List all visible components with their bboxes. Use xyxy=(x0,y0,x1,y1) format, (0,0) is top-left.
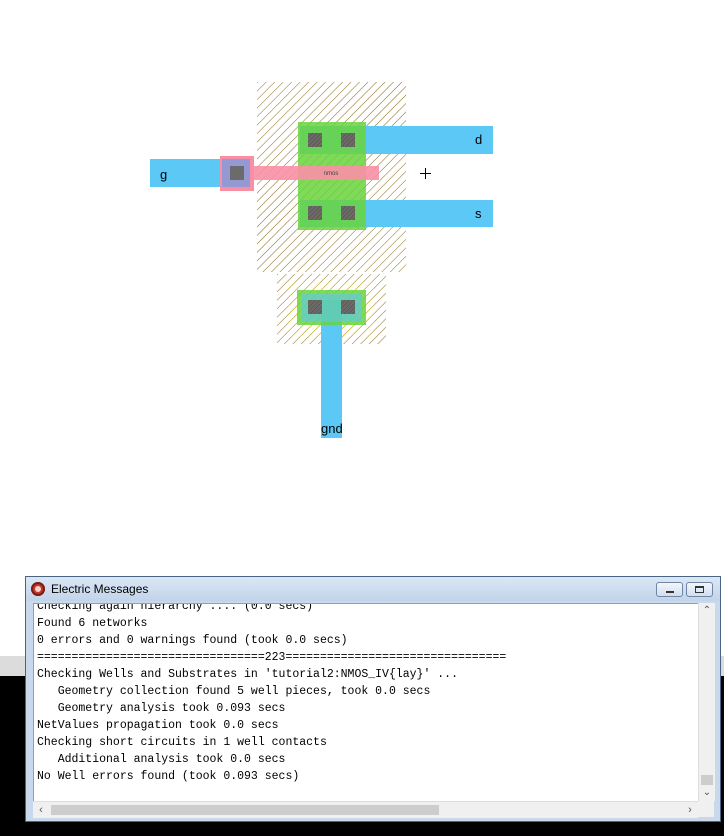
scroll-right-icon[interactable]: › xyxy=(688,804,692,816)
log-line: Found 6 networks xyxy=(37,617,148,630)
electric-app-icon xyxy=(31,582,45,596)
minimize-button[interactable] xyxy=(656,582,683,597)
log-line: =================================223====… xyxy=(37,651,507,664)
log-line: Checking again hierarchy .... (0.0 secs) xyxy=(37,603,314,613)
layout-drawing[interactable]: nmos g d s gnd xyxy=(0,0,724,656)
poly-contact-cut xyxy=(230,166,244,180)
log-line: Additional analysis took 0.0 secs xyxy=(37,753,286,766)
contact-hatch xyxy=(308,133,322,147)
contact-hatch xyxy=(308,206,322,220)
messages-window[interactable]: Electric Messages Checking again hierarc… xyxy=(25,576,721,822)
gate-export-label[interactable]: g xyxy=(160,167,167,182)
scroll-left-icon[interactable]: ‹ xyxy=(39,804,43,816)
minimize-icon xyxy=(666,591,674,593)
log-line: Geometry collection found 5 well pieces,… xyxy=(37,685,431,698)
log-line: 0 errors and 0 warnings found (took 0.0 … xyxy=(37,634,348,647)
drain-export-label[interactable]: d xyxy=(475,132,482,147)
layout-canvas[interactable]: nmos g d s gnd xyxy=(0,0,724,656)
messages-log: Checking again hierarchy .... (0.0 secs)… xyxy=(37,603,507,785)
transistor-label: nmos xyxy=(324,171,339,177)
log-line: Checking Wells and Substrates in 'tutori… xyxy=(37,668,458,681)
crosshair-icon xyxy=(420,168,431,179)
vertical-scrollbar[interactable]: ⌃ ⌄ xyxy=(698,603,715,801)
contact-hatch xyxy=(341,300,355,314)
contact-hatch xyxy=(308,300,322,314)
messages-text-area[interactable]: Checking again hierarchy .... (0.0 secs)… xyxy=(33,603,699,802)
ground-export-label[interactable]: gnd xyxy=(321,421,343,436)
maximize-button[interactable] xyxy=(686,582,713,597)
horizontal-scroll-thumb[interactable] xyxy=(51,805,439,815)
contact-hatch xyxy=(341,206,355,220)
vertical-scroll-thumb[interactable] xyxy=(701,775,713,785)
maximize-icon xyxy=(695,586,704,593)
poly-gate-wire[interactable] xyxy=(252,166,379,180)
log-line: NetValues propagation took 0.0 secs xyxy=(37,719,279,732)
log-line: No Well errors found (took 0.093 secs) xyxy=(37,770,300,783)
source-export-label[interactable]: s xyxy=(475,206,482,221)
log-line: Checking short circuits in 1 well contac… xyxy=(37,736,327,749)
horizontal-scrollbar[interactable]: ‹ › xyxy=(33,801,698,818)
window-titlebar[interactable]: Electric Messages xyxy=(26,577,720,601)
log-line: Geometry analysis took 0.093 secs xyxy=(37,702,286,715)
contact-hatch xyxy=(341,133,355,147)
scroll-down-icon[interactable]: ⌄ xyxy=(702,787,712,798)
ground-metal-wire[interactable] xyxy=(321,300,342,438)
scrollbar-corner xyxy=(698,801,714,817)
window-title: Electric Messages xyxy=(51,582,149,596)
scroll-up-icon[interactable]: ⌃ xyxy=(702,605,712,616)
